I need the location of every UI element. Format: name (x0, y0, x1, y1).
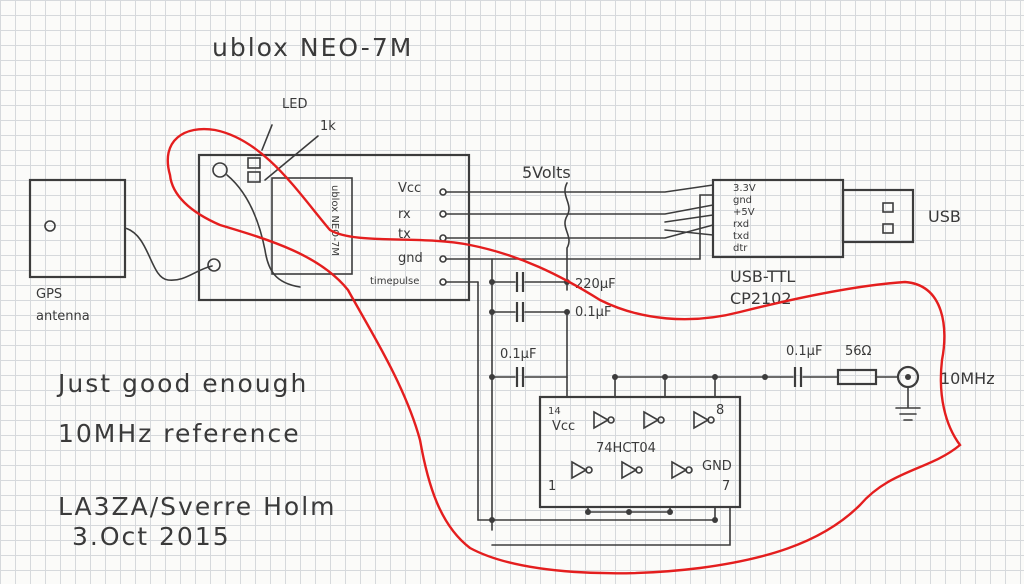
note-line-2: 10MHz reference (58, 419, 301, 448)
cap-01uf-label-b: 0.1µF (500, 347, 536, 362)
author: LA3ZA/Sverre Holm (58, 492, 337, 521)
pin-timepulse: timepulse (370, 276, 419, 287)
usb-pin-gnd: gnd (733, 195, 752, 206)
ic-pin14: 14 (548, 406, 561, 417)
antenna-label: antenna (36, 309, 90, 324)
usb-pin-dtr: dtr (733, 243, 748, 254)
date: 3.Oct 2015 (72, 522, 231, 551)
usb-pin-3v3: 3.3V (733, 183, 756, 194)
output-label: 10MHz (940, 369, 995, 388)
usb-pin-txd: txd (733, 231, 749, 242)
cap-01uf-label-a: 0.1µF (575, 305, 611, 320)
module-chip-label: ublox NEO-7M (329, 185, 340, 256)
ic-pin7: 7 (722, 479, 730, 494)
usb-ttl-label: USB-TTL (730, 267, 795, 286)
usb-ttl-adapter: 3.3V gnd +5V rxd txd dtr USB USB-TTL CP2… (711, 178, 961, 308)
bus-wires: 5Volts (445, 163, 714, 291)
cp2102-label: CP2102 (730, 289, 792, 308)
pin-gnd: gnd (398, 251, 423, 266)
pin-rx: rx (398, 207, 411, 222)
led-label: LED (282, 97, 307, 112)
usb-pin-5v: +5V (733, 207, 755, 218)
cap-220uf-label: 220µF (575, 277, 616, 292)
volts-label: 5Volts (522, 163, 571, 182)
highlight-outline (166, 127, 962, 575)
pin-tx: tx (398, 227, 411, 242)
inverter-ic: 14 Vcc 8 74HCT04 GND 1 7 (445, 281, 768, 546)
res-56-label: 56Ω (845, 344, 872, 359)
ic-vcc: Vcc (552, 419, 575, 434)
gps-module: ublox NEO-7M LED 1k Vcc rx tx gnd timepu… (197, 97, 471, 302)
ic-pin1: 1 (548, 479, 556, 494)
cap-01uf-label-c: 0.1µF (786, 344, 822, 359)
pin-vcc: Vcc (398, 181, 421, 196)
ic-pin8: 8 (716, 403, 724, 418)
usb-pin-rxd: rxd (733, 219, 749, 230)
title: ublox NEO-7M (212, 33, 413, 62)
usb-label: USB (928, 207, 961, 226)
note-line-1: Just good enough (56, 369, 308, 398)
gps-label: GPS (36, 287, 62, 302)
gps-antenna: GPS antenna (28, 178, 213, 324)
output-stage: 0.1µF 56Ω 10MHz (764, 344, 995, 421)
resistor-1k-label: 1k (320, 119, 336, 134)
ic-name: 74HCT04 (596, 441, 656, 456)
ic-gnd: GND (702, 459, 732, 474)
decoupling-caps: 220µF 0.1µF 0.1µF (477, 258, 616, 531)
